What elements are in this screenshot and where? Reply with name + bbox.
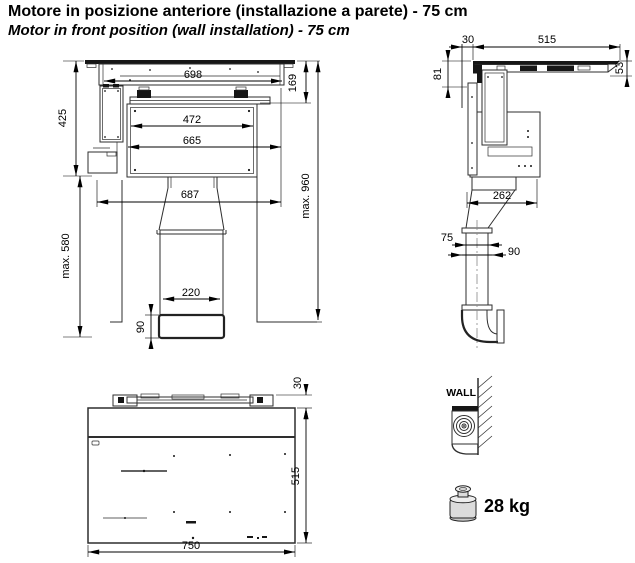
front-view: 698 169 425 max. 580 max. 960 472 665 68… <box>57 60 322 350</box>
dim-label-515-plan: 515 <box>290 467 302 485</box>
front-clamp-left <box>137 90 151 98</box>
dim-label-698: 698 <box>184 69 202 81</box>
front-clamp-right <box>234 90 248 98</box>
front-cooktop-plate <box>85 60 295 64</box>
side-duct-elbow <box>460 310 498 344</box>
weight-label: 28 kg <box>484 496 530 516</box>
dim-label-750: 750 <box>182 540 200 552</box>
front-duct <box>159 229 224 316</box>
front-cabinet-right-line <box>256 177 317 323</box>
front-side-box-upper <box>99 85 124 143</box>
front-main-housing <box>126 103 258 178</box>
dim-label-262: 262 <box>493 190 511 202</box>
side-front-panel <box>467 82 478 176</box>
title-english: Motor in front position (wall installati… <box>8 21 350 39</box>
plan-view: 30 515 750 <box>87 377 312 557</box>
front-side-box-lower <box>87 151 118 174</box>
dim-label-max960: max. 960 <box>300 173 312 218</box>
title-block: Motore in posizione anteriore (installaz… <box>8 2 468 40</box>
dim-label-90-side: 90 <box>508 246 520 258</box>
dim-label-665: 665 <box>183 135 201 147</box>
dim-label-max580: max. 580 <box>60 233 72 278</box>
title-italian: Motore in posizione anteriore (installaz… <box>8 3 468 20</box>
front-top-frame <box>98 63 285 86</box>
side-view: 30 515 81 53 262 75 90 <box>432 34 632 348</box>
dim-label-169: 169 <box>287 74 299 92</box>
side-duct-housing <box>481 69 508 146</box>
dim-label-53: 53 <box>614 62 626 74</box>
dim-label-81: 81 <box>432 68 444 80</box>
dim-label-75: 75 <box>441 232 453 244</box>
dim-label-425: 425 <box>57 109 69 127</box>
dim-label-90-front: 90 <box>135 321 147 333</box>
wall-detail-icon: WALL <box>446 375 493 455</box>
weight-icon: 28 kg <box>449 485 530 522</box>
front-cabinet-left-line <box>110 180 123 323</box>
dim-label-515-side: 515 <box>538 34 556 46</box>
plan-cooktop-outline <box>87 407 296 544</box>
front-duct-elbow <box>157 313 226 340</box>
dim-label-687: 687 <box>181 189 199 201</box>
dim-label-472: 472 <box>183 114 201 126</box>
plan-mounting-bar <box>126 396 254 404</box>
wall-label: WALL <box>446 387 476 399</box>
dim-label-30-side: 30 <box>462 34 474 46</box>
dim-label-30-plan: 30 <box>292 377 304 389</box>
side-cooktop-plate <box>473 61 620 65</box>
dim-label-220: 220 <box>182 287 200 299</box>
